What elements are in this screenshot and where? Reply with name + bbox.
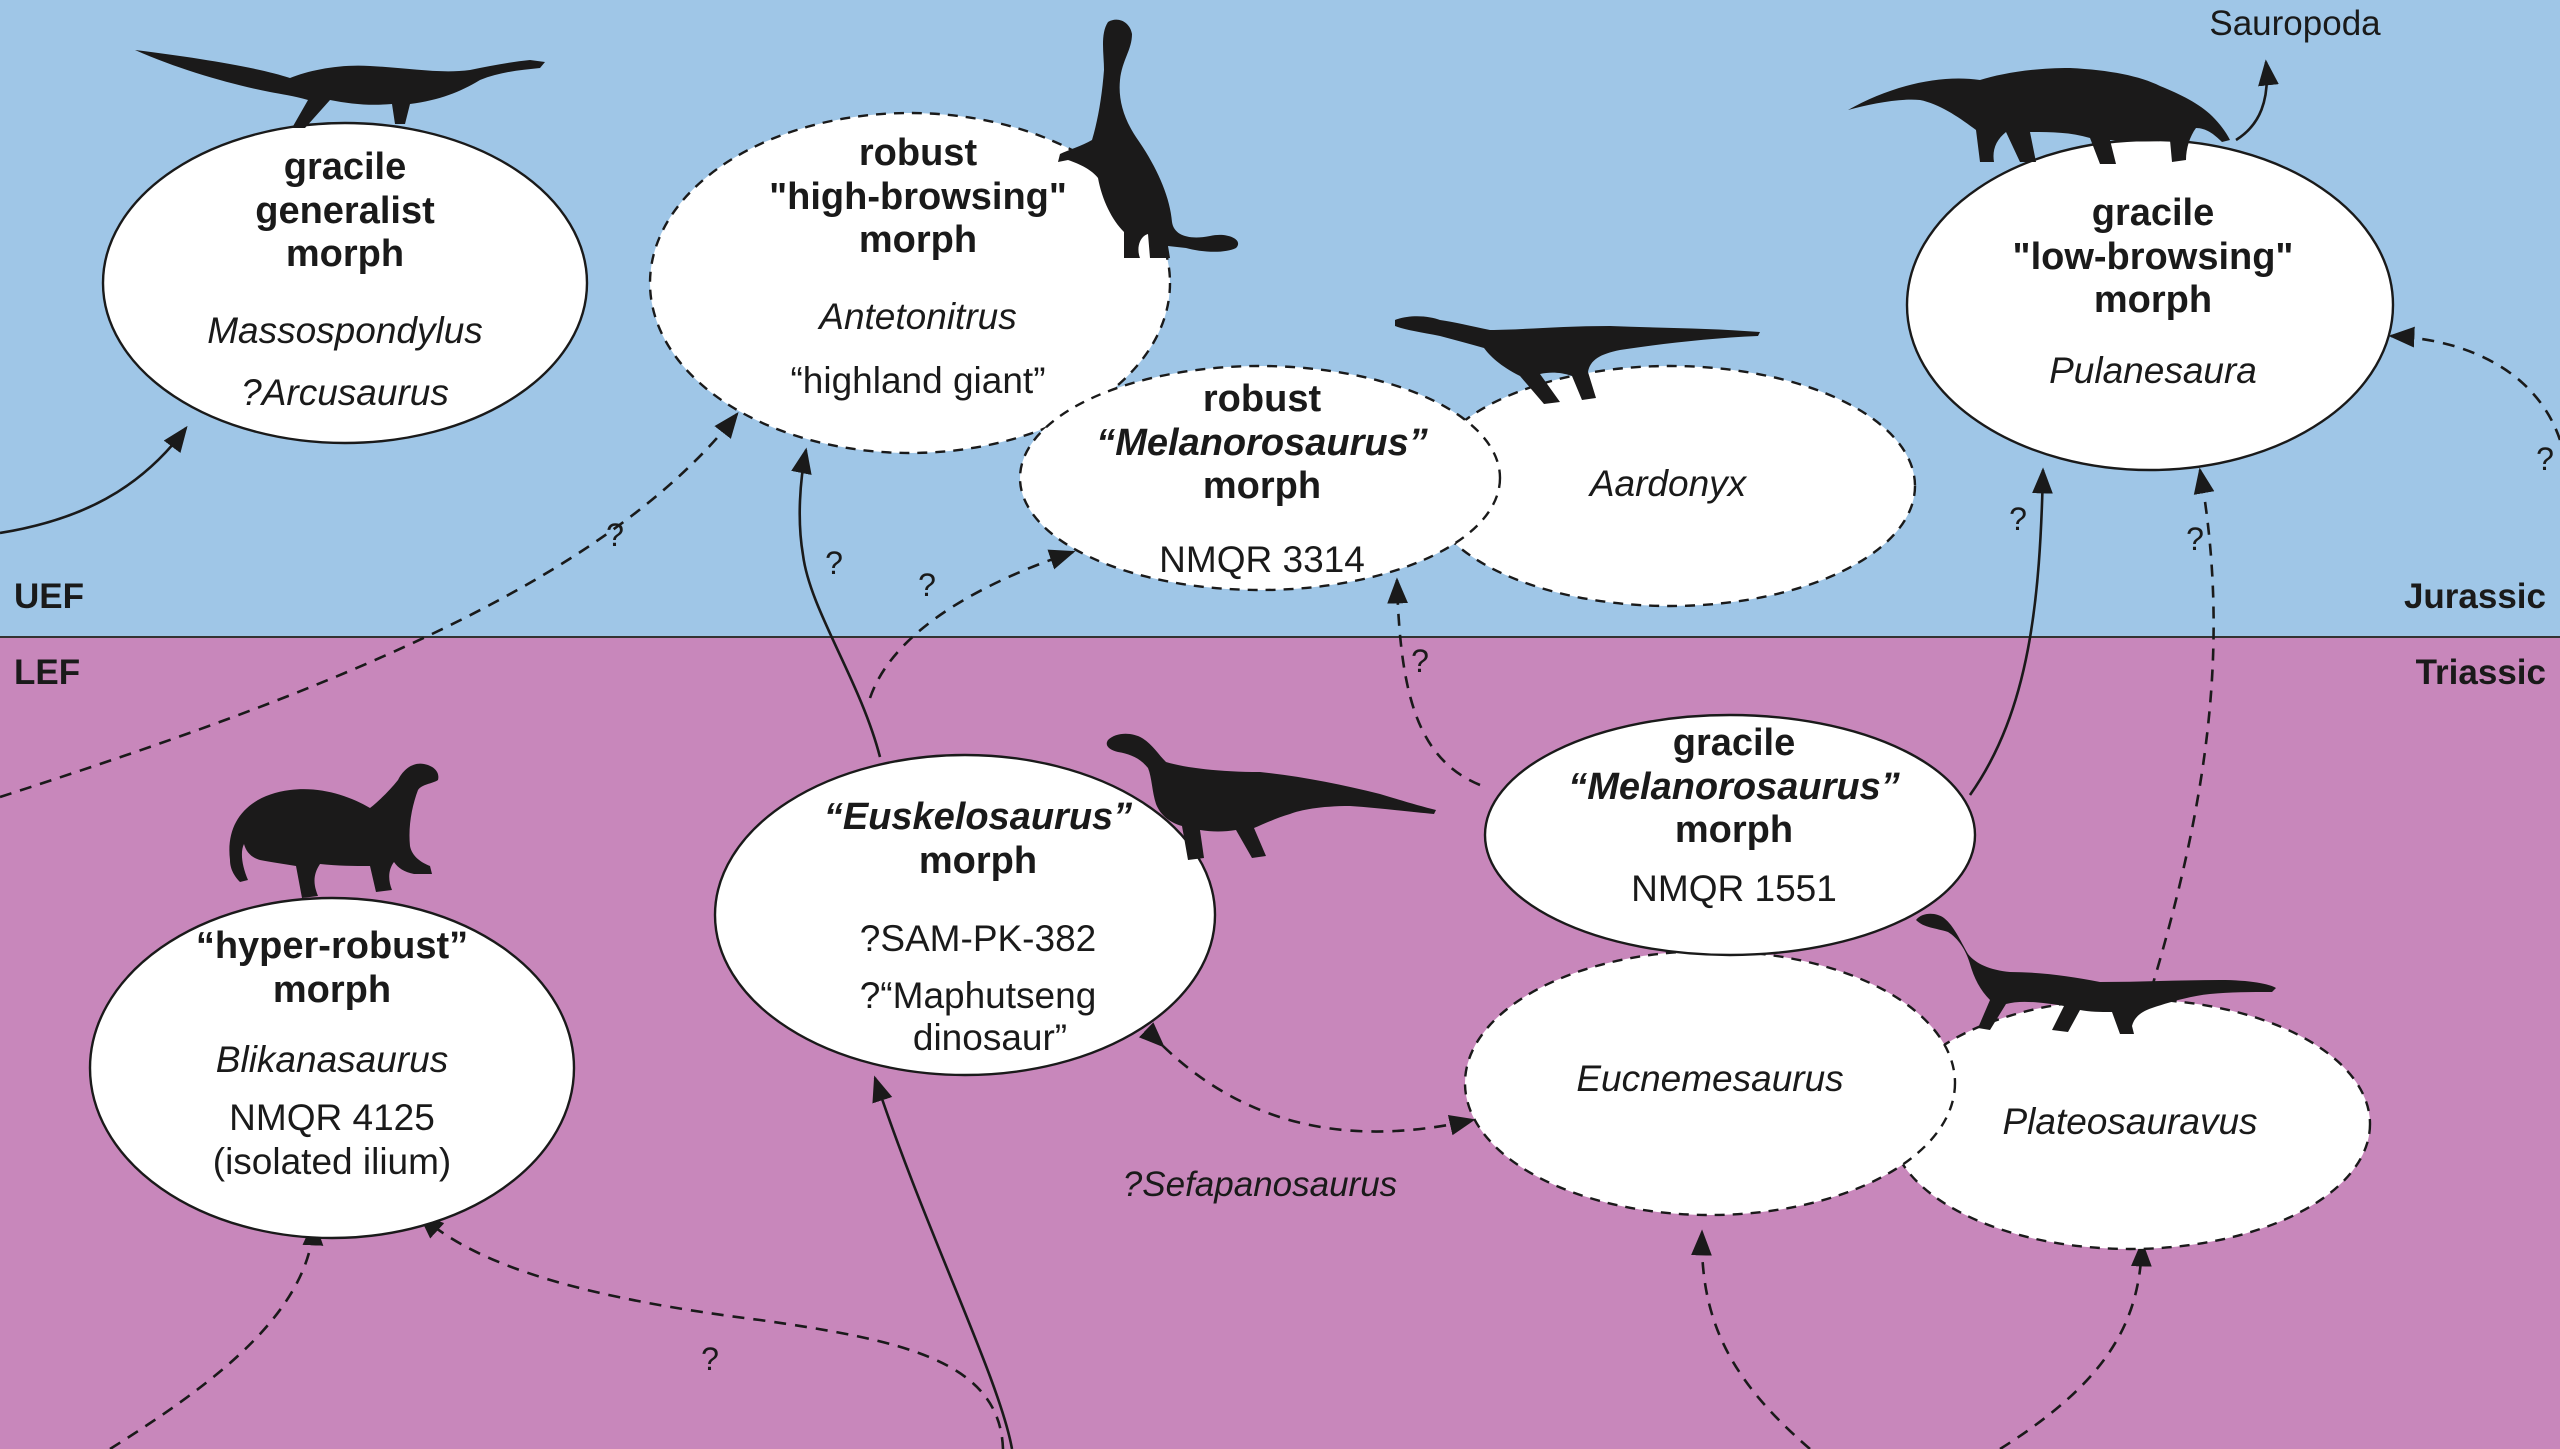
- arrow-bottom-to-hyper-robust: [418, 1213, 1005, 1449]
- dinosaur-silhouette-icon: [1848, 68, 2230, 164]
- arrow-gracile-melanorosaurus-to-low-browsing: [1968, 467, 2053, 796]
- node-robust-melanorosaurus: [1018, 364, 1502, 592]
- question-mark: ?: [825, 545, 843, 581]
- arrow-euskelosaurus-eucnemesaurus-double: [1138, 1022, 1476, 1136]
- question-marks: ? ? ? ? ? ? ? ?: [606, 441, 2554, 1377]
- arrow-gracile-melanorosaurus-to-robust-melanorosaurus: [1387, 577, 1481, 787]
- dinosaur-silhouette-icon: [1916, 913, 2276, 1034]
- question-mark: ?: [2186, 521, 2204, 557]
- node-gracile-generalist: [101, 121, 589, 445]
- question-mark: ?: [1411, 643, 1429, 679]
- dinosaur-silhouette-icon: [1058, 19, 1239, 258]
- question-mark: ?: [2009, 501, 2027, 537]
- arrow-bottom-to-plateosauravus: [1999, 1240, 2152, 1449]
- arrow-right-edge-to-low-browsing: [2388, 326, 2560, 441]
- node-euskelosaurus: [713, 753, 1217, 1077]
- dinosaur-silhouette-icon: [229, 763, 439, 898]
- node-eucnemesaurus: [1463, 949, 1957, 1217]
- arrow-to-gracile-generalist: [0, 425, 188, 535]
- arrow-bottom-to-euskelosaurus: [872, 1075, 1014, 1449]
- node-gracile-low-browsing: [1905, 138, 2395, 472]
- arrow-to-hyper-robust: [109, 1219, 324, 1449]
- arrow-to-sauropoda: [2235, 59, 2279, 142]
- dinosaur-silhouette-icon: [1106, 733, 1436, 860]
- question-mark: ?: [918, 567, 936, 603]
- node-hyper-robust: [88, 896, 576, 1240]
- dinosaur-silhouette-icon: [1395, 316, 1760, 404]
- arrow-bottom-to-eucnemesaurus: [1691, 1229, 1811, 1449]
- node-robust-high-browsing: [648, 111, 1172, 455]
- question-mark: ?: [2536, 441, 2554, 477]
- question-mark: ?: [701, 1341, 719, 1377]
- node-aardonyx: [1423, 364, 1917, 608]
- arrow-euskelosaurus-to-robust-melanorosaurus: [868, 549, 1076, 699]
- connectors: [0, 59, 2560, 1449]
- node-gracile-melanorosaurus: [1483, 713, 1977, 957]
- silhouettes: [135, 19, 2276, 1034]
- arrow-euskelosaurus-to-high-browsing: [791, 447, 882, 758]
- nodes: [88, 111, 2395, 1251]
- arrow-to-robust-high-browsing: [0, 411, 739, 799]
- dinosaur-silhouette-icon: [135, 50, 545, 128]
- arrow-plateosauravus-to-low-browsing: [2143, 467, 2215, 1011]
- question-mark: ?: [606, 517, 624, 553]
- node-plateosauravus: [1888, 997, 2372, 1251]
